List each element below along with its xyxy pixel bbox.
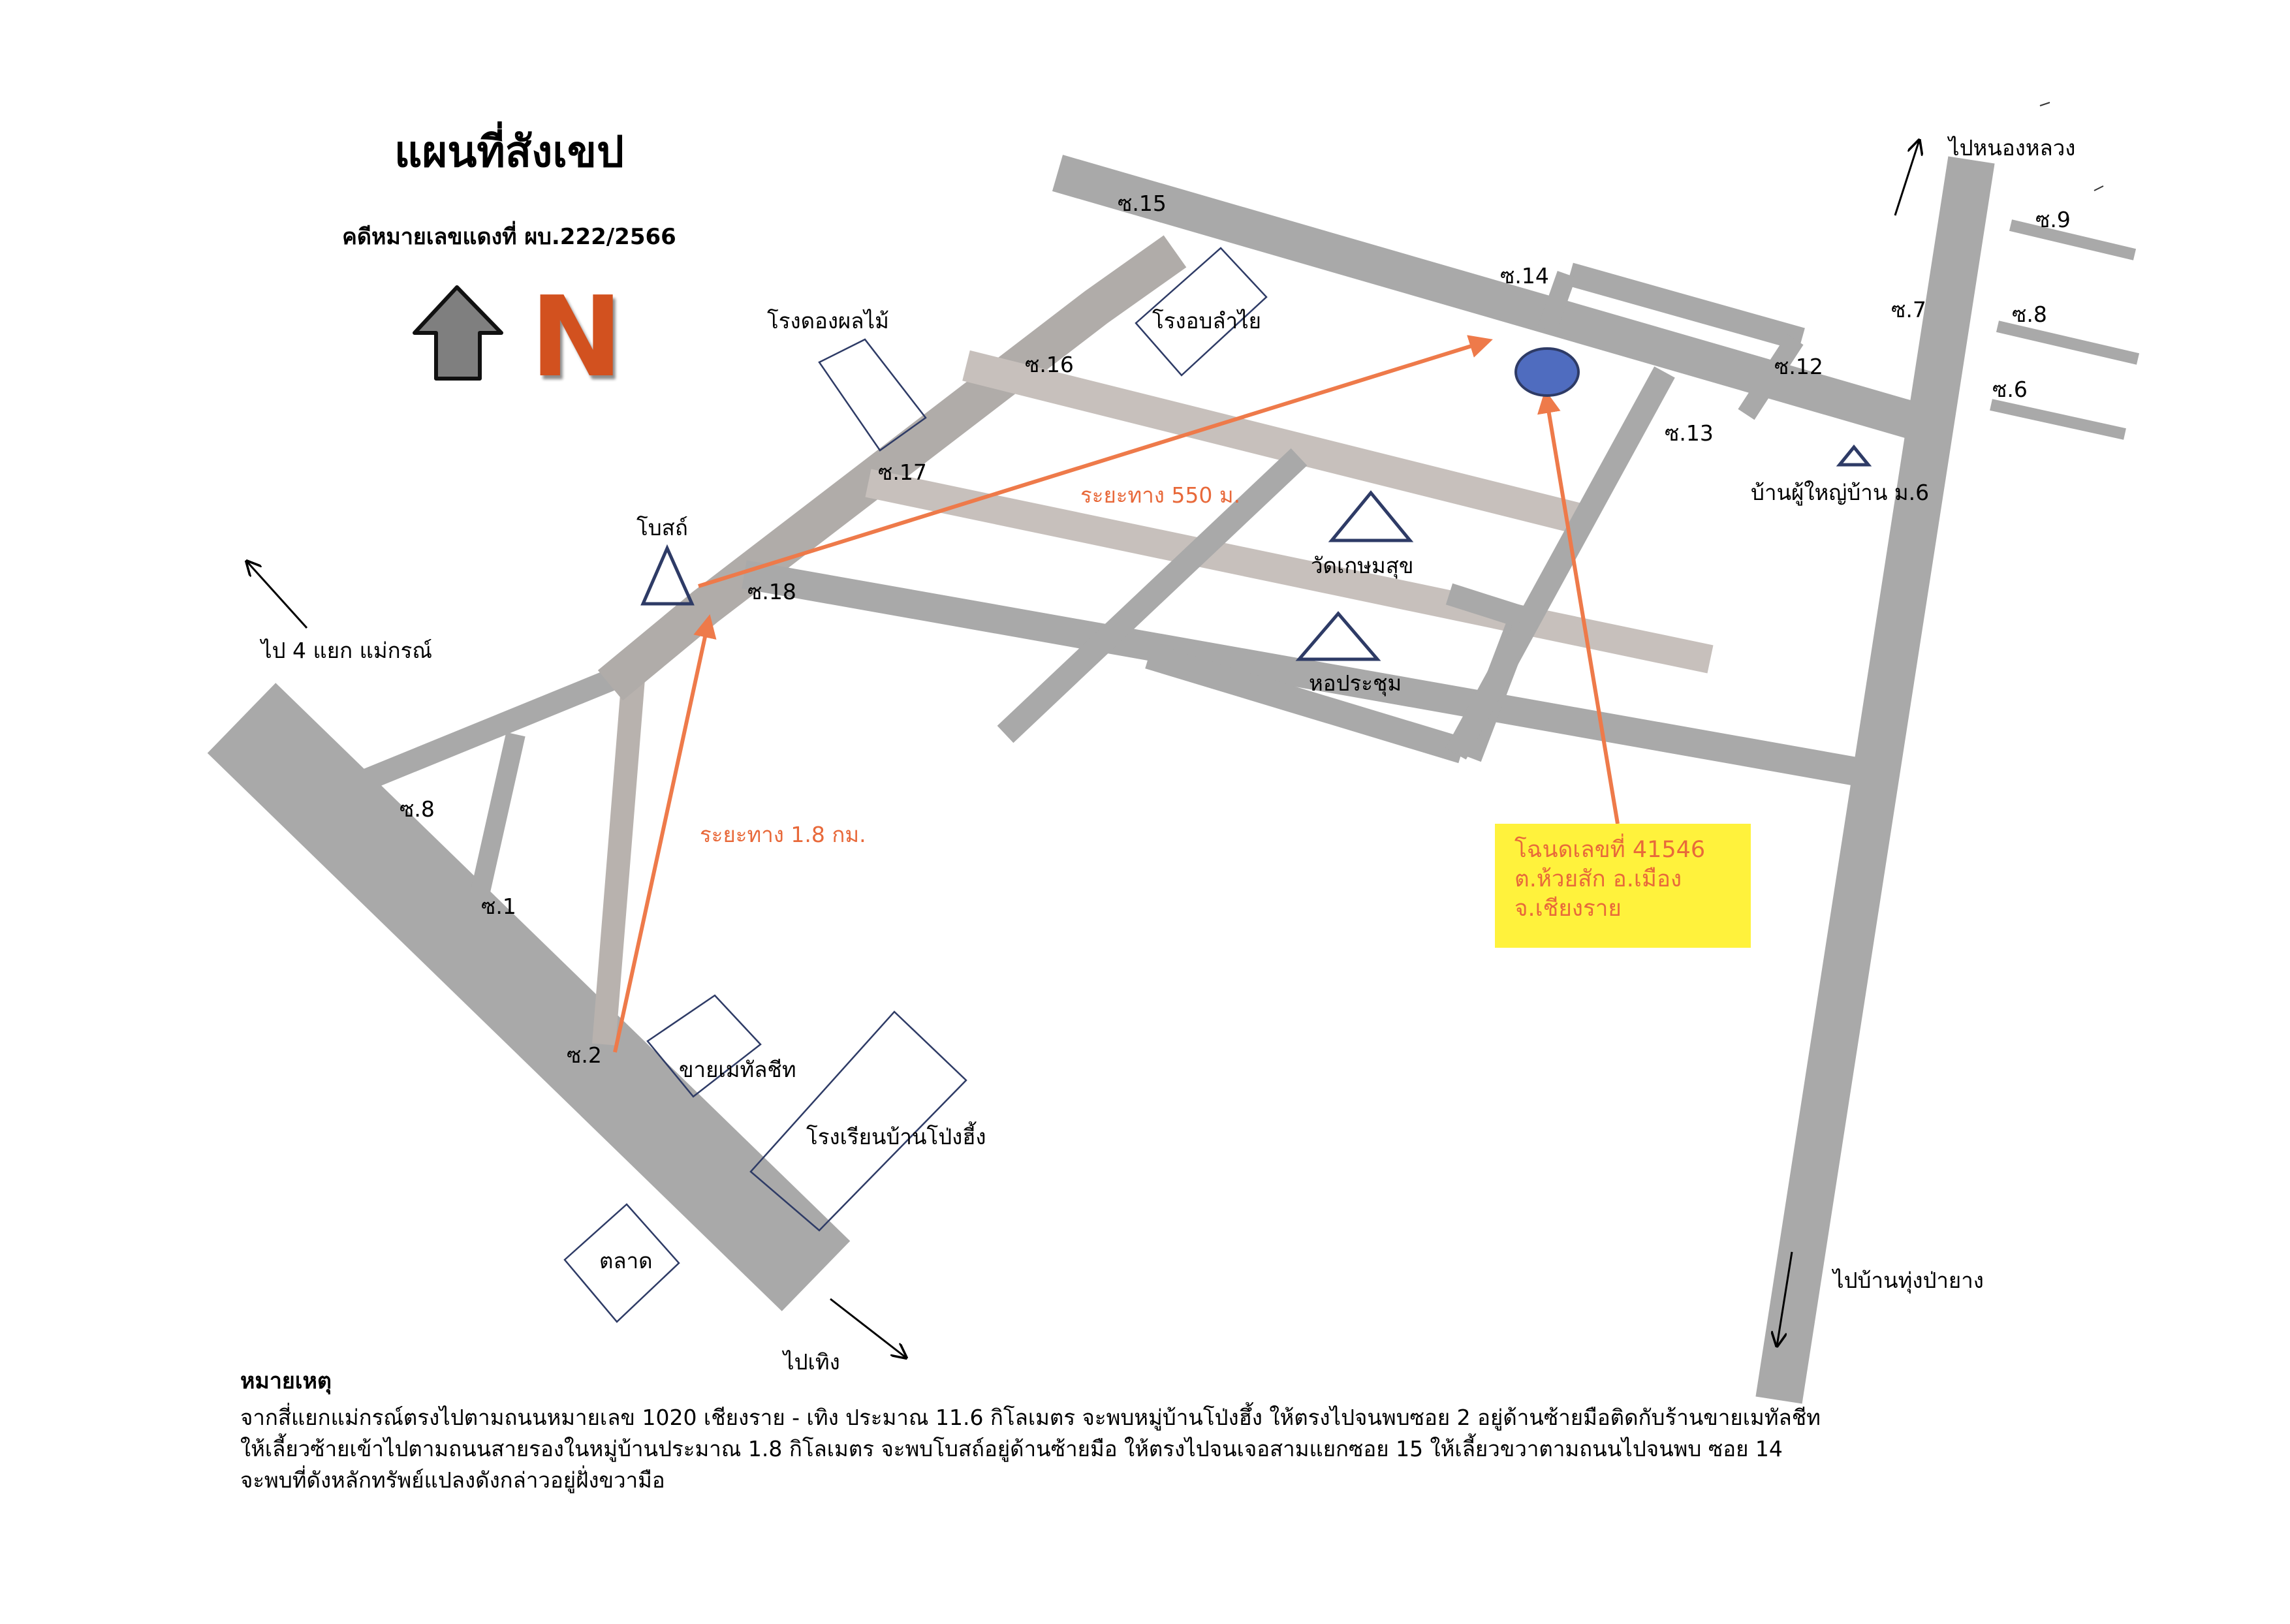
soi-18-label: ซ.18 — [747, 579, 796, 604]
soi-7-label: ซ.7 — [1891, 297, 1926, 322]
soi-8-left-label: ซ.8 — [400, 796, 435, 822]
road-soi-18 — [742, 560, 1870, 788]
route-arrow-soi2-to-chapel — [613, 614, 717, 1053]
highway-1020 — [207, 683, 851, 1311]
notes-section: หมายเหตุ จากสี่แยกแม่กรณ์ตรงไปตามถนนหมาย… — [240, 1363, 2133, 1496]
direction-arrows — [247, 140, 1919, 1358]
notes-title: หมายเหตุ — [240, 1368, 332, 1394]
longan-factory-outline — [1135, 247, 1268, 377]
arrow-to-nong-luang-icon — [1894, 140, 1919, 216]
deed-location: ต.ห้วยสัก อ.เมือง — [1514, 866, 1682, 892]
soi-1-label: ซ.1 — [481, 894, 516, 919]
road-connector-b — [1445, 366, 1675, 760]
direction-nong-luang: ไปหนองหลวง — [1949, 135, 2076, 161]
soi-14-label: ซ.14 — [1500, 263, 1549, 289]
distance-1-8km: ระยะทาง 1.8 กม. — [700, 822, 866, 847]
north-arrow-icon — [413, 285, 503, 381]
notes-line: จากสี่แยกแม่กรณ์ตรงไปตามถนนหมายเลข 1020 … — [240, 1405, 1821, 1430]
soi-8-right-label: ซ.8 — [2012, 302, 2047, 327]
road-soi-8-right — [1996, 320, 2140, 365]
soi-6-label: ซ.6 — [1992, 377, 2028, 402]
longan-factory-label: โรงอบลำไย — [1152, 308, 1262, 334]
soi-12-label: ซ.12 — [1774, 354, 1823, 379]
soi-2-label: ซ.2 — [567, 1042, 602, 1068]
map-title: แผนที่สังเขป — [394, 127, 624, 177]
title-deed-box: โฉนดเลขที่ 41546 ต.ห้วยสัก อ.เมือง จ.เชี… — [1495, 824, 1751, 948]
route-arrow-deed-to-plot — [1537, 389, 1620, 824]
road-soi-15 — [1052, 155, 1932, 443]
metal-shop-outline — [646, 994, 762, 1098]
arrow-to-mae-korn-icon — [247, 561, 308, 629]
fruit-factory-label: โรงดองผลไม้ — [767, 308, 889, 334]
case-number: คดีหมายเลขแดงที่ ผบ.222/2566 — [342, 224, 676, 250]
road-soi-16 — [962, 350, 1584, 535]
soi-17-label: ซ.17 — [878, 460, 927, 485]
direction-thoeng: ไปเทิง — [783, 1349, 840, 1375]
chapel-triangle-icon — [640, 544, 695, 606]
road-loop-lower — [1145, 643, 1466, 764]
soi-13-label: ซ.13 — [1665, 420, 1714, 446]
road-soi-17 — [865, 469, 1714, 674]
chapel-label: โบสถ์ — [636, 515, 688, 540]
market-label: ตลาด — [599, 1248, 653, 1273]
road-soi-9 — [2009, 219, 2137, 260]
building-outlines — [563, 247, 1268, 1323]
scan-mark — [2039, 102, 2050, 106]
school-label: โรงเรียนบ้านโป่งฮี้ง — [806, 1124, 986, 1149]
road-bend — [1445, 583, 1525, 628]
route-arrows — [613, 335, 1620, 1053]
road-village-main — [597, 235, 1187, 701]
deed-province: จ.เชียงราย — [1514, 896, 1622, 922]
road-connector-a — [997, 448, 1308, 743]
wat-label: วัดเกษมสุข — [1311, 553, 1414, 578]
title-block: แผนที่สังเขป คดีหมายเลขแดงที่ ผบ.222/256… — [248, 117, 770, 254]
road-soi-1 — [470, 732, 525, 897]
road-connector-c — [1567, 262, 1805, 351]
soi-9-label: ซ.9 — [2035, 207, 2071, 232]
arrow-to-thung-pa-yang-icon — [1777, 1251, 1793, 1346]
scan-mark — [2094, 185, 2104, 191]
deed-number: โฉนดเลขที่ 41546 — [1514, 837, 1706, 863]
school-outline — [749, 1010, 967, 1232]
market-outline — [563, 1203, 680, 1323]
direction-thung-pa-yang: ไปบ้านทุ่งป่ายาง — [1833, 1268, 1984, 1293]
distance-550m: ระยะทาง 550 ม. — [1080, 482, 1241, 508]
headman-house-label: บ้านผู้ใหญ่บ้าน ม.6 — [1751, 480, 1930, 505]
arrow-to-thoeng-icon — [830, 1298, 906, 1358]
north-letter: N — [530, 273, 623, 402]
notes-line: ให้เลี้ยวซ้ายเข้าไปตามถนนสายรองในหมู่บ้า… — [240, 1436, 1783, 1461]
road-soi-8-left — [353, 665, 626, 794]
road-soi-2 — [592, 661, 646, 1046]
soi-16-label: ซ.16 — [1025, 352, 1074, 377]
road-soi-6 — [1990, 399, 2126, 440]
soi-15-label: ซ.15 — [1118, 191, 1167, 216]
hall-triangle-icon — [1295, 611, 1381, 661]
route-arrow-chapel-to-soi14 — [698, 335, 1493, 588]
land-plot-marker — [1514, 347, 1580, 397]
road-connector-e — [1537, 271, 1576, 333]
fruit-factory-outline — [818, 338, 927, 452]
hall-label: หอประชุม — [1309, 670, 1402, 696]
wat-triangle-icon — [1328, 490, 1414, 542]
landmark-triangles — [640, 445, 1872, 661]
road-network — [207, 155, 2140, 1404]
metal-shop-label: ขายเมทัลชีท — [679, 1057, 796, 1082]
road-connector-d — [1738, 334, 1804, 420]
direction-mae-korn: ไป 4 แยก แม่กรณ์ — [261, 638, 432, 663]
notes-line: จะพบที่ดังหลักทรัพย์แปลงดังกล่าวอยู่ฝั่ง… — [240, 1467, 665, 1493]
road-right-main — [1755, 156, 1995, 1404]
headman-triangle-icon — [1836, 445, 1872, 467]
